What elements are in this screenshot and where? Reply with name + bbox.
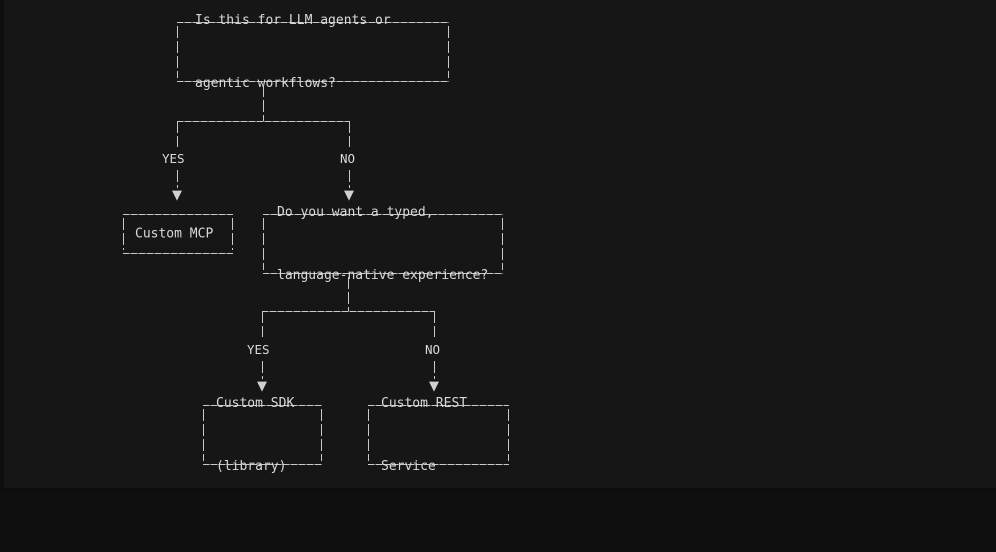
box-border-top — [123, 214, 233, 215]
box-border-top — [177, 22, 449, 23]
box-border-right — [232, 218, 233, 250]
box-border-right — [321, 409, 322, 461]
node-typed-text: Do you want a typed, language-native exp… — [277, 160, 488, 328]
box-border-bottom — [177, 81, 449, 82]
terminal-window: Is this for LLM agents or agentic workfl… — [4, 0, 996, 488]
node-rest-line-2: Service — [381, 459, 436, 474]
box-border-left — [177, 26, 178, 78]
box-border-right — [448, 26, 449, 78]
edge-label-root-yes: YES — [162, 151, 185, 166]
connector-typed-yes-drop — [262, 311, 263, 337]
node-typed-line-2: language-native experience? — [277, 268, 489, 283]
box-border-right — [508, 409, 509, 461]
node-typed: Do you want a typed, language-native exp… — [263, 205, 503, 283]
connector-typed-split-bar — [262, 311, 435, 312]
node-typed-line-1: Do you want a typed, — [277, 205, 434, 220]
arrowhead-typed-no: ▼ — [429, 379, 439, 394]
box-border-left — [123, 218, 124, 250]
connector-root-yes-drop — [177, 121, 178, 147]
node-sdk-line-2: (library) — [216, 459, 287, 474]
node-root-line-2: agentic workflows? — [195, 76, 336, 91]
node-sdk-line-1: Custom SDK — [216, 396, 295, 411]
box-border-right — [502, 218, 503, 270]
box-border-top — [368, 405, 509, 406]
node-rest: Custom REST Service — [368, 396, 509, 474]
box-border-top — [203, 405, 322, 406]
connector-root-no-drop — [349, 121, 350, 147]
node-sdk: Custom SDK (library) — [203, 396, 322, 474]
box-border-bottom — [368, 464, 509, 465]
node-root-line-1: Is this for LLM agents or — [195, 13, 391, 28]
box-border-bottom — [123, 253, 233, 254]
node-mcp: Custom MCP — [123, 214, 233, 254]
connector-typed-no-tail — [434, 361, 435, 379]
box-border-left — [263, 218, 264, 270]
arrowhead-root-no: ▼ — [344, 188, 354, 203]
box-border-bottom — [203, 464, 322, 465]
connector-root-no-tail — [349, 170, 350, 188]
box-border-bottom — [263, 273, 503, 274]
node-mcp-line-1: Custom MCP — [135, 226, 214, 242]
connector-typed-yes-tail — [262, 361, 263, 379]
connector-root-split-bar — [177, 121, 350, 122]
edge-label-typed-yes: YES — [247, 342, 270, 357]
node-root: Is this for LLM agents or agentic workfl… — [177, 13, 449, 91]
connector-typed-no-drop — [434, 311, 435, 337]
box-border-left — [203, 409, 204, 461]
edge-label-root-no: NO — [340, 151, 356, 166]
decision-tree-diagram: Is this for LLM agents or agentic workfl… — [4, 0, 996, 488]
connector-root-stem — [263, 85, 264, 121]
edge-label-typed-no: NO — [425, 342, 441, 357]
connector-root-yes-tail — [177, 170, 178, 188]
node-sdk-text: Custom SDK (library) — [216, 351, 294, 519]
arrowhead-root-yes: ▼ — [172, 188, 182, 203]
arrowhead-typed-yes: ▼ — [257, 379, 267, 394]
box-border-top — [263, 214, 503, 215]
node-mcp-text: Custom MCP — [135, 182, 213, 287]
box-border-left — [368, 409, 369, 461]
node-rest-line-1: Custom REST — [381, 396, 468, 411]
connector-typed-stem — [348, 277, 349, 311]
node-rest-text: Custom REST Service — [381, 351, 467, 519]
node-root-text: Is this for LLM agents or agentic workfl… — [195, 0, 391, 136]
